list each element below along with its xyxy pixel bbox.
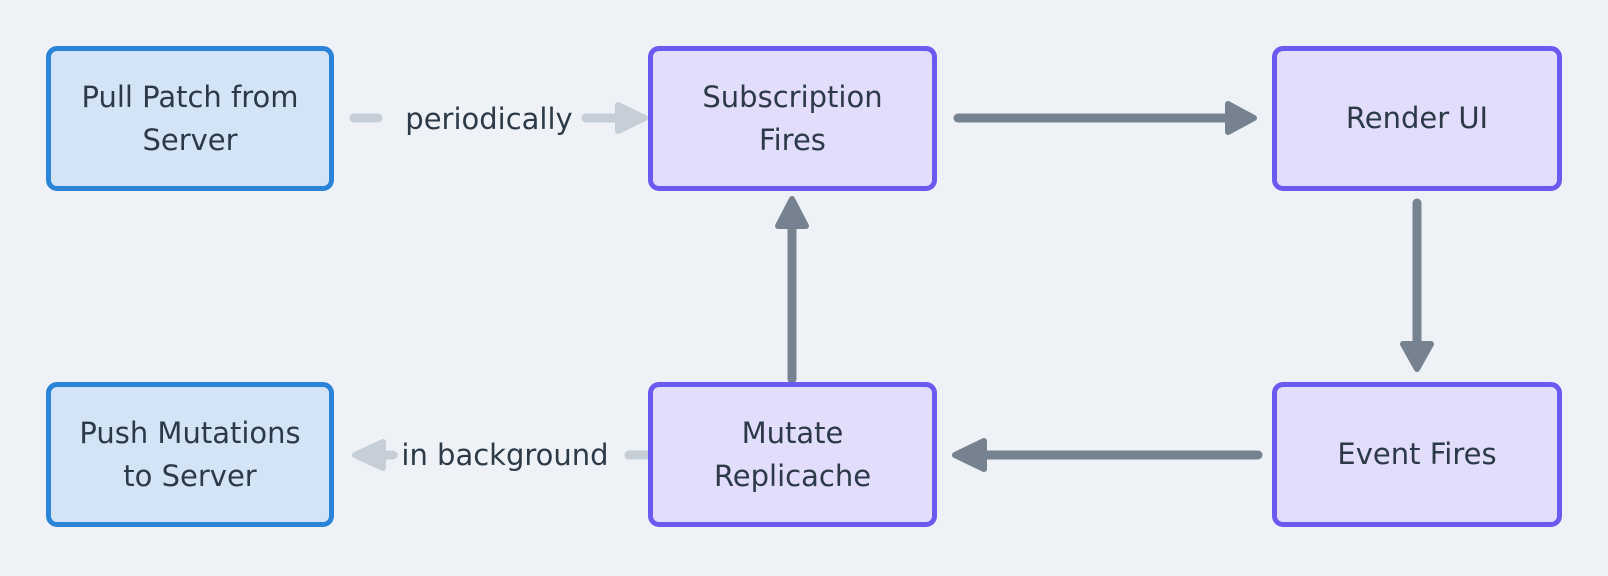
node-push-mutations-to-server: Push Mutations to Server [46,382,334,527]
arrowhead-left-icon [952,438,987,472]
edge-render-to-event [1400,198,1434,372]
edge-label-periodically: periodically [405,102,573,136]
edge-mutate-to-subscription [775,196,809,384]
node-pull-patch-from-server: Pull Patch from Server [46,46,334,191]
edge-event-to-mutate [952,438,1263,472]
edge-label-in-background: in background [401,438,609,472]
arrowhead-down-icon [1400,341,1434,372]
node-event-fires: Event Fires [1272,382,1562,527]
arrowhead-right-icon [1225,101,1257,135]
arrowhead-up-icon [775,196,809,229]
node-label: Subscription Fires [702,80,883,157]
edge-subscription-to-render [953,101,1257,135]
node-mutate-replicache: Mutate Replicache [648,382,937,527]
arrowhead-right-icon [615,102,648,134]
node-label: Push Mutations to Server [79,416,301,493]
edge-pull-to-subscription [349,102,648,134]
node-render-ui: Render UI [1272,46,1562,191]
node-label: Mutate Replicache [713,416,872,493]
node-subscription-fires: Subscription Fires [648,46,937,191]
node-label: Render UI [1345,101,1489,136]
edge-mutate-to-push [352,439,654,471]
node-label: Pull Patch from Server [81,80,299,157]
node-label: Event Fires [1337,437,1497,472]
